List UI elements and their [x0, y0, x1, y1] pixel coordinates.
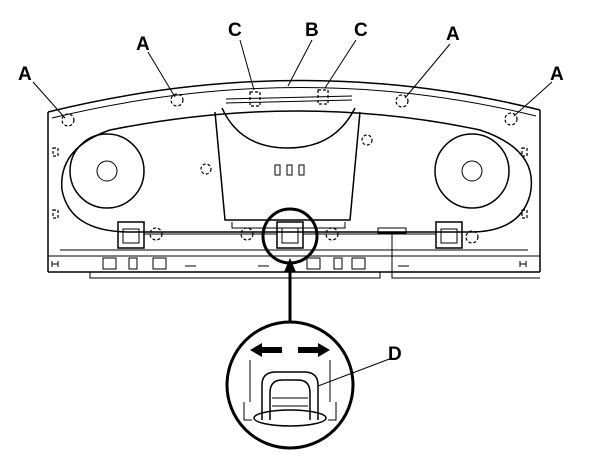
vent-slots: [274, 164, 305, 176]
label-c-left: C: [228, 20, 242, 41]
label-a-right-outer: A: [550, 64, 564, 85]
bottom-notches: [51, 257, 527, 270]
speaker-recess: [61, 110, 533, 233]
label-b: B: [305, 20, 319, 41]
detail-view: [225, 320, 355, 450]
clip-a-markers: [61, 93, 518, 175]
right-arrow-icon: [298, 343, 330, 357]
label-d: D: [388, 344, 402, 365]
right-speaker: [434, 133, 510, 209]
label-a-right-inner: A: [446, 24, 460, 45]
top-strip: [225, 95, 353, 104]
label-c-right: C: [354, 20, 368, 41]
label-a-left-inner: A: [136, 34, 150, 55]
left-speaker: [69, 133, 145, 209]
clip-c-markers: [249, 89, 329, 107]
label-a-left-outer: A: [18, 64, 32, 85]
lower-fittings: [52, 147, 528, 272]
left-arrow-icon: [250, 343, 282, 357]
callout-labels: A A C B C A A D: [18, 20, 564, 365]
zoom-pointer: [284, 258, 296, 322]
zoom-source-circle: [261, 207, 319, 265]
leader-lines: [32, 39, 553, 387]
